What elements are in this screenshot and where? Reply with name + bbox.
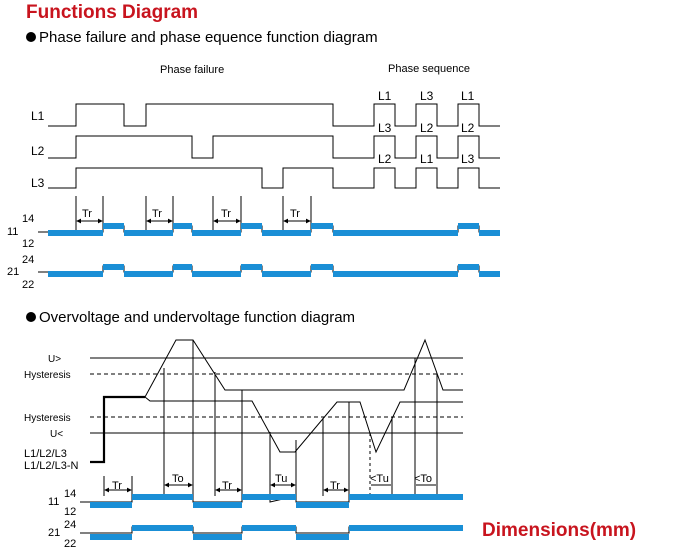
relay2-bar-low (262, 271, 311, 277)
voltage-diagram-heading-text: Overvoltage and undervoltage function di… (39, 309, 356, 326)
relay1-bar-low (124, 230, 173, 236)
tr2-label: Tr (152, 208, 162, 220)
seq-mid-3: L2 (461, 121, 475, 135)
hysteresis-lower-label: Hysteresis (24, 413, 71, 424)
relay2-bars (90, 525, 463, 540)
u-under-label: U< (50, 429, 63, 440)
relay2-bar-low (124, 271, 173, 277)
seq-bottom-1: L2 (378, 152, 392, 166)
seq-top-3: L1 (461, 89, 475, 103)
l3-waveform (48, 167, 500, 189)
relay2-bars (48, 264, 500, 277)
hysteresis-upper-label: Hysteresis (24, 370, 71, 381)
relay2-bar-low (193, 534, 242, 540)
relay1-bottom-terminal: 12 (22, 238, 34, 250)
phase-failure-label: Phase failure (160, 64, 224, 76)
relay1-bar-high (242, 494, 296, 500)
relay1-common-terminal: 11 (7, 226, 18, 238)
relay2-bar-high (242, 525, 296, 531)
relay1-bar-low (262, 230, 311, 236)
l1-waveform (48, 103, 500, 127)
relay2-bar-low (333, 271, 458, 277)
signal-label-l2: L2 (31, 144, 45, 158)
relay2-top-terminal: 24 (22, 254, 34, 266)
relay1-bottom-terminal: 12 (64, 506, 76, 518)
relay1-bar-high (132, 494, 193, 500)
seq-top-1: L1 (378, 89, 392, 103)
relay2-state-trace (80, 526, 463, 534)
phase-diagram-heading: Phase failure and phase equence function… (26, 29, 378, 46)
over-under-voltage-diagram: U> Hysteresis Hysteresis U< L1/L2/L3 L1/… (24, 338, 463, 550)
relay2-bar-high (349, 525, 463, 531)
upper-voltage-trace (144, 338, 463, 398)
supply-step (90, 395, 145, 464)
relay1-bar-high (103, 223, 124, 229)
relay2-bar-low (192, 271, 241, 277)
bullet-icon (26, 312, 36, 322)
phase-failure-sequence-diagram: Phase failure Phase sequence L1 L2 L3 L1… (7, 63, 500, 291)
relay2-common-terminal: 21 (7, 266, 19, 278)
bullet-icon (26, 32, 36, 42)
tr2-label: Tr (222, 480, 232, 492)
tu1-label: Tu (275, 473, 287, 485)
to1-label: To (172, 473, 184, 485)
u-over-label: U> (48, 354, 61, 365)
relay2-bar-high (103, 264, 124, 270)
seq-bottom-2: L1 (420, 152, 434, 166)
tr1-label: Tr (112, 480, 122, 492)
signal-label-l1: L1 (31, 109, 45, 123)
relay1-bar-low (48, 230, 103, 236)
relay1-bars (90, 494, 463, 508)
supply-label-3ph: L1/L2/L3 (24, 448, 67, 460)
relay1-bar-high (173, 223, 192, 229)
relay2-bar-high (311, 264, 333, 270)
voltage-diagram-heading: Overvoltage and undervoltage function di… (26, 309, 355, 326)
relay1-bar-high (458, 223, 479, 229)
relay1-bar-low (192, 230, 241, 236)
tu2-label: <Tu (370, 473, 389, 485)
relay2-bottom-terminal: 22 (22, 279, 34, 291)
relay1-bar-high (241, 223, 262, 229)
relay1-bar-low (193, 502, 242, 508)
relay1-bar-low (296, 502, 349, 508)
seq-mid-2: L2 (420, 121, 434, 135)
relay1-bar-low (333, 230, 458, 236)
phase-diagram-heading-text: Phase failure and phase equence function… (39, 29, 378, 46)
tr4-label: Tr (290, 208, 300, 220)
relay1-bar-low (90, 502, 132, 508)
relay2-bar-high (241, 264, 262, 270)
seq-bottom-3: L3 (461, 152, 475, 166)
relay1-bar-high (311, 223, 333, 229)
relay2-bar-high (173, 264, 192, 270)
tr3-label: Tr (330, 480, 340, 492)
relay2-top-terminal: 24 (64, 519, 76, 531)
dimensions-heading: Dimensions(mm) (482, 520, 637, 541)
lower-voltage-trace (144, 396, 463, 454)
page-title: Functions Diagram (26, 2, 199, 23)
to2-label: <To (414, 473, 432, 485)
l2-waveform (48, 135, 500, 159)
relay2-bar-high (458, 264, 479, 270)
tr1-label: Tr (82, 208, 92, 220)
seq-top-2: L3 (420, 89, 434, 103)
relay2-bar-low (48, 271, 103, 277)
seq-mid-1: L3 (378, 121, 392, 135)
relay1-bar-high (349, 494, 463, 500)
signal-label-l3: L3 (31, 176, 45, 190)
relay2-bar-high (132, 525, 193, 531)
relay2-bar-low (90, 534, 132, 540)
relay2-bottom-terminal: 22 (64, 538, 76, 550)
phase-sequence-label: Phase sequence (388, 63, 470, 75)
relay2-common-terminal: 21 (48, 527, 60, 539)
relay2-bar-low (479, 271, 500, 277)
relay1-top-terminal: 14 (22, 213, 34, 225)
relay1-top-terminal: 14 (64, 488, 76, 500)
relay1-bar-low (479, 230, 500, 236)
relay2-bar-low (296, 534, 349, 540)
supply-label-3ph-n: L1/L2/L3-N (24, 460, 78, 472)
relay1-bars (48, 223, 500, 236)
tr3-label: Tr (221, 208, 231, 220)
relay1-common-terminal: 11 (48, 496, 59, 508)
